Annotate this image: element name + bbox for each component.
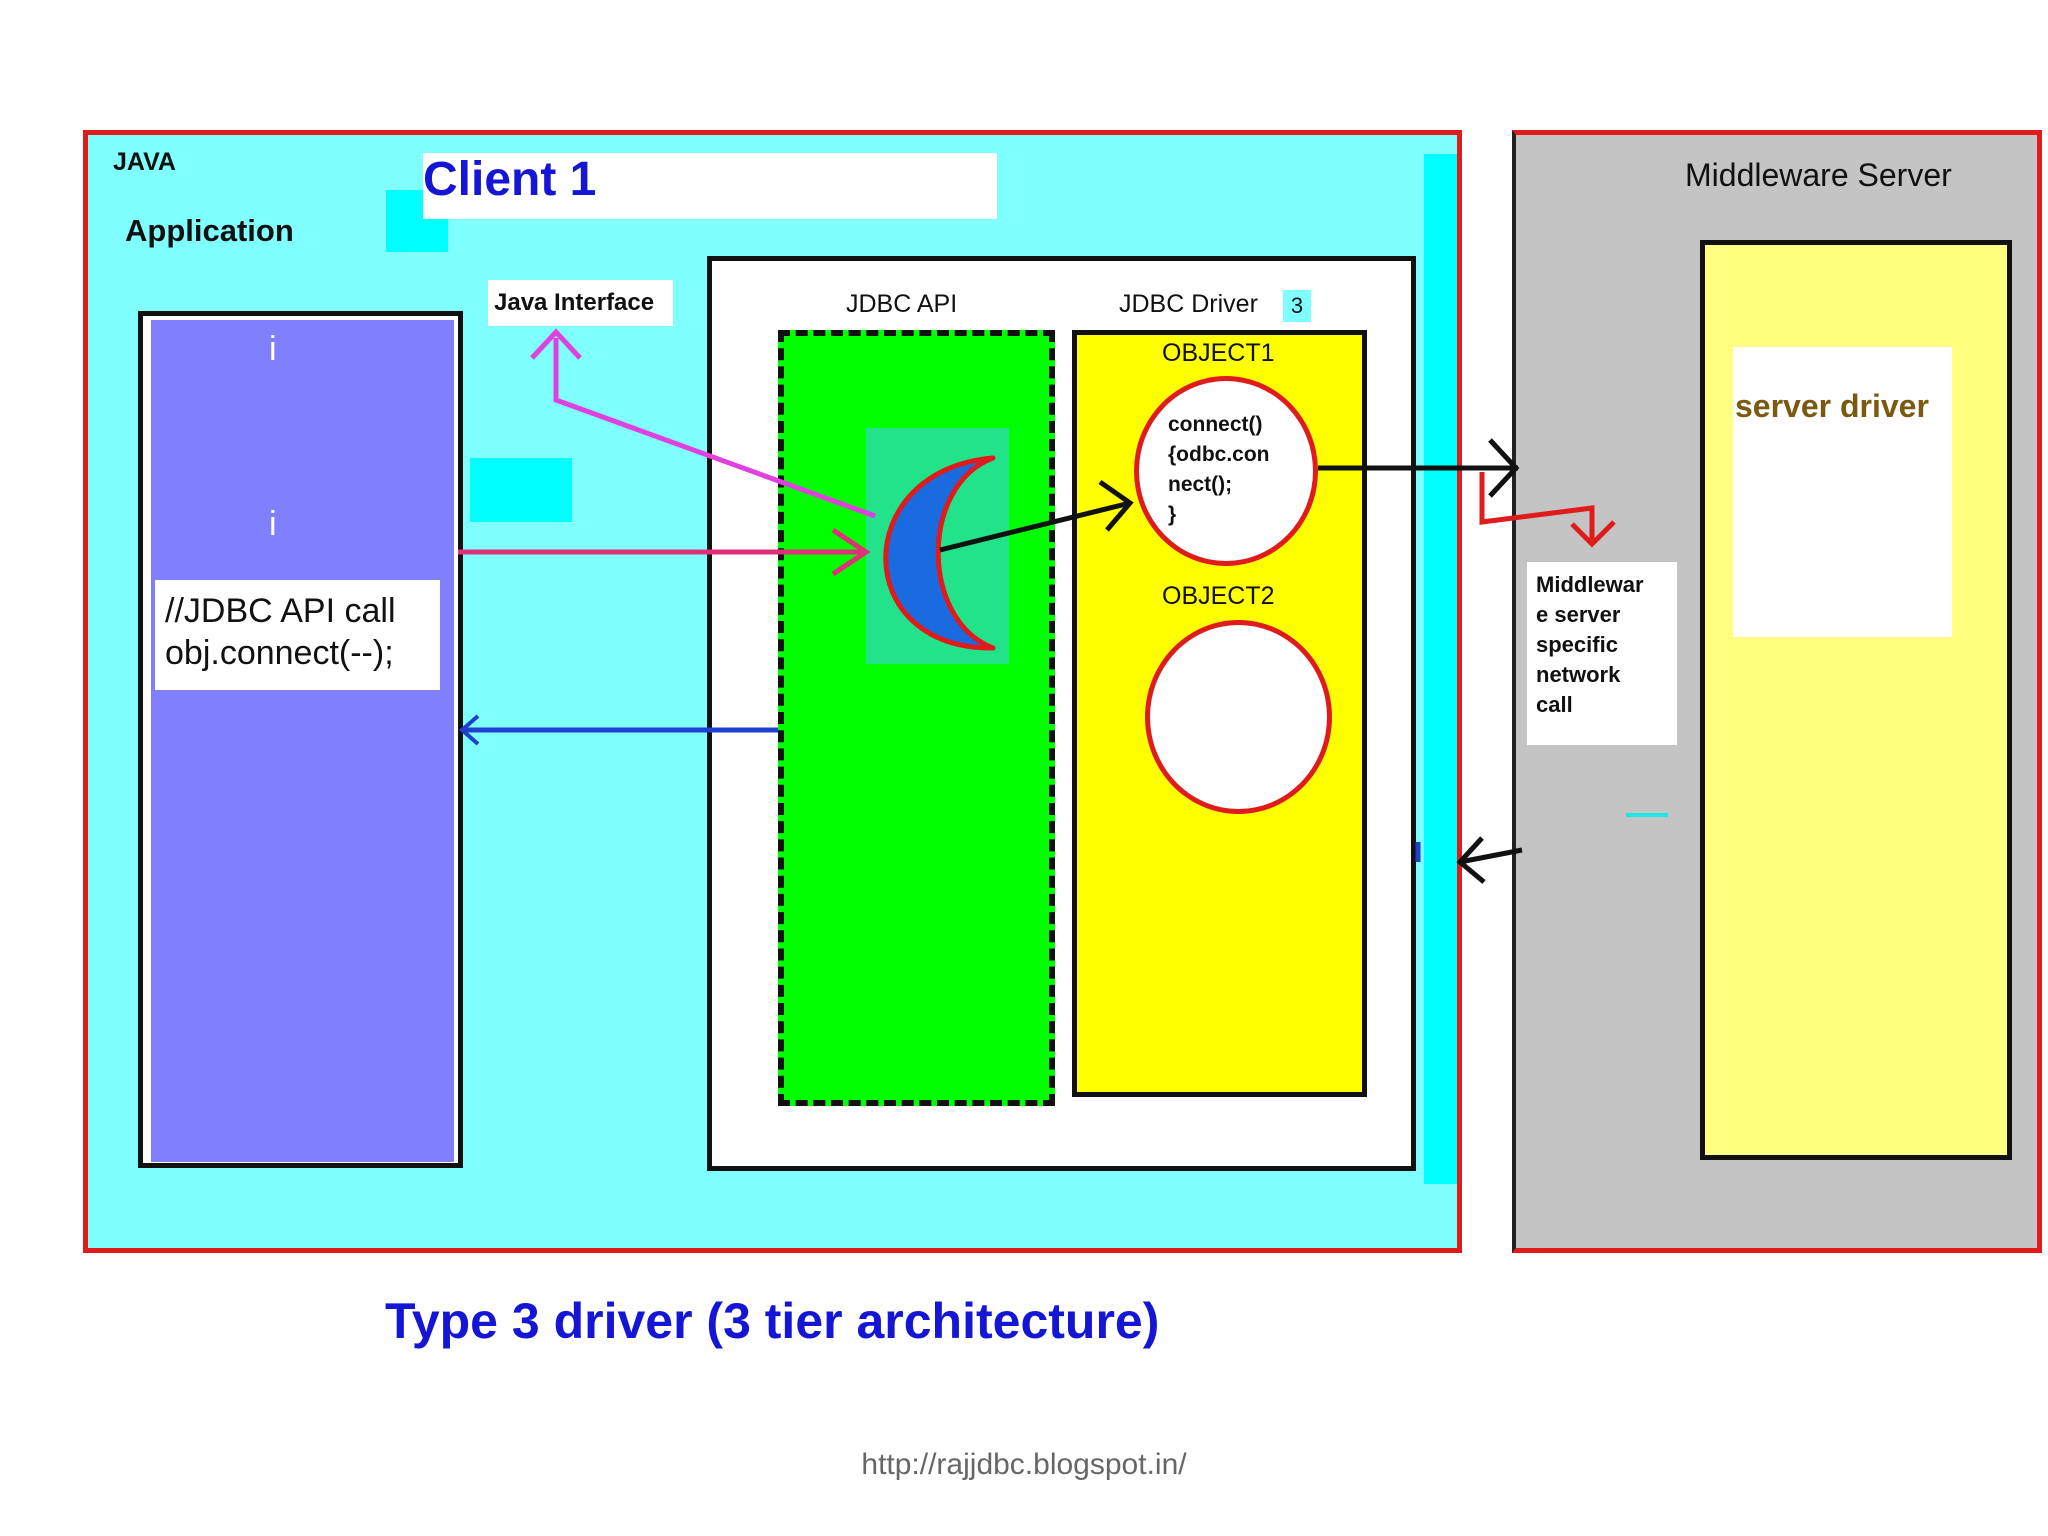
- object1-circle: [1134, 376, 1318, 566]
- app-mark: i: [269, 505, 277, 543]
- api-call-note: [155, 580, 440, 690]
- footer-url[interactable]: http://rajjdbc.blogspot.in/: [861, 1448, 1187, 1481]
- middleware-server-label: Middleware Server: [1685, 157, 1952, 193]
- diagram-caption: Type 3 driver (3 tier architecture): [385, 1293, 1160, 1349]
- api-call-comment: //JDBC API call: [165, 592, 396, 630]
- network-call-line: e server: [1536, 602, 1621, 627]
- black-arrowhead-object1: [1098, 479, 1134, 532]
- pink-arrowhead: [831, 527, 871, 577]
- red-arrow-network-call: [1479, 472, 1595, 540]
- black-arrow-server-return: [1459, 847, 1523, 865]
- application-box-fill: [151, 320, 454, 1162]
- application-label: Application: [125, 213, 294, 248]
- network-call-line: call: [1536, 692, 1573, 717]
- api-call-code: obj.connect(--);: [165, 634, 394, 672]
- jdbc-api-label: JDBC API: [846, 290, 958, 318]
- connect-code-line: {odbc.con: [1168, 443, 1270, 466]
- connect-code-line: nect();: [1168, 473, 1233, 496]
- connect-code-line: connect(): [1168, 413, 1263, 436]
- blue-arrowhead: [458, 714, 480, 746]
- server-driver-label-box: [1733, 347, 1952, 637]
- client-title: Client 1: [423, 153, 597, 206]
- driver-badge: 3: [1283, 290, 1311, 322]
- network-call-line: specific: [1536, 632, 1618, 657]
- cyan-strip: [1424, 154, 1457, 1184]
- magenta-arrow-to-interface: [553, 338, 876, 519]
- network-call-line: network: [1536, 662, 1621, 687]
- cyan-square: [470, 458, 572, 522]
- java-interface-box: [488, 280, 673, 326]
- java-interface-label: Java Interface: [494, 289, 655, 316]
- magenta-arrowhead-up: [530, 328, 582, 360]
- crescent-shape: [883, 455, 996, 651]
- black-arrowhead-return: [1456, 836, 1486, 884]
- connect-code-line: }: [1168, 503, 1177, 526]
- jdbc-driver-label: JDBC Driver: [1119, 290, 1258, 318]
- object2-label: OBJECT2: [1162, 582, 1275, 610]
- network-call-box: [1527, 562, 1677, 745]
- client-label-box: [423, 153, 997, 219]
- object1-label: OBJECT1: [1162, 339, 1275, 367]
- red-arrowhead: [1570, 520, 1616, 548]
- black-arrowhead-server: [1488, 438, 1520, 498]
- server-driver-label: server driver: [1735, 388, 1929, 424]
- java-label: JAVA: [113, 148, 176, 176]
- app-mark: i: [269, 330, 277, 368]
- black-arrow-api-to-object1: [939, 500, 1131, 553]
- object2-circle: [1145, 620, 1332, 814]
- network-call-line: Middlewar: [1536, 572, 1644, 597]
